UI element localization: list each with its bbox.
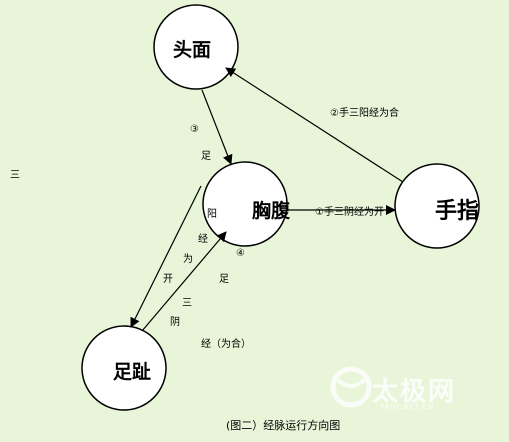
- edge-3-char-c: 经: [198, 234, 208, 245]
- watermark-subtitle: TAIJI.NET.CN: [380, 403, 435, 411]
- edge-3-char-a: 足: [201, 151, 211, 162]
- edge-4-char-a: 足: [219, 274, 229, 285]
- edge-1-label: ①手三阴经为开: [315, 207, 384, 218]
- node-chest-label: 胸腹: [252, 200, 291, 222]
- edge-4-number: ④: [236, 248, 245, 259]
- edge-3-char-d: 为: [183, 254, 193, 265]
- node-chest-circle: [202, 161, 288, 247]
- figure-caption: (图二）经脉运行方向图: [226, 419, 341, 432]
- edge-2-label: ②手三阳经为合: [330, 108, 399, 119]
- arrow-hand-to-head: [225, 67, 404, 183]
- watermark-title: 太极网: [372, 377, 457, 407]
- node-foot-label: 足趾: [113, 361, 152, 383]
- edge-3-char-e: 开: [163, 274, 173, 285]
- node-hand-label: 手指: [435, 199, 480, 224]
- arrow-chest-to-foot: [130, 185, 202, 328]
- edge-4-char-b: 三: [182, 298, 192, 309]
- side-char: 三: [10, 170, 20, 181]
- arrow-foot-to-chest: [141, 231, 227, 332]
- node-foot-circle: [81, 325, 167, 411]
- edge-4-char-c: 阴: [170, 317, 180, 328]
- edge-4-char-d: 经（为合）: [201, 339, 251, 350]
- node-head-label: 头面: [173, 39, 212, 61]
- watermark-logo-icon: [330, 366, 372, 408]
- edge-3-number: ③: [190, 124, 199, 135]
- arrow-head-to-chest: [201, 89, 233, 165]
- node-head-circle: [153, 4, 239, 90]
- edge-3-char-b: 阳: [207, 209, 217, 220]
